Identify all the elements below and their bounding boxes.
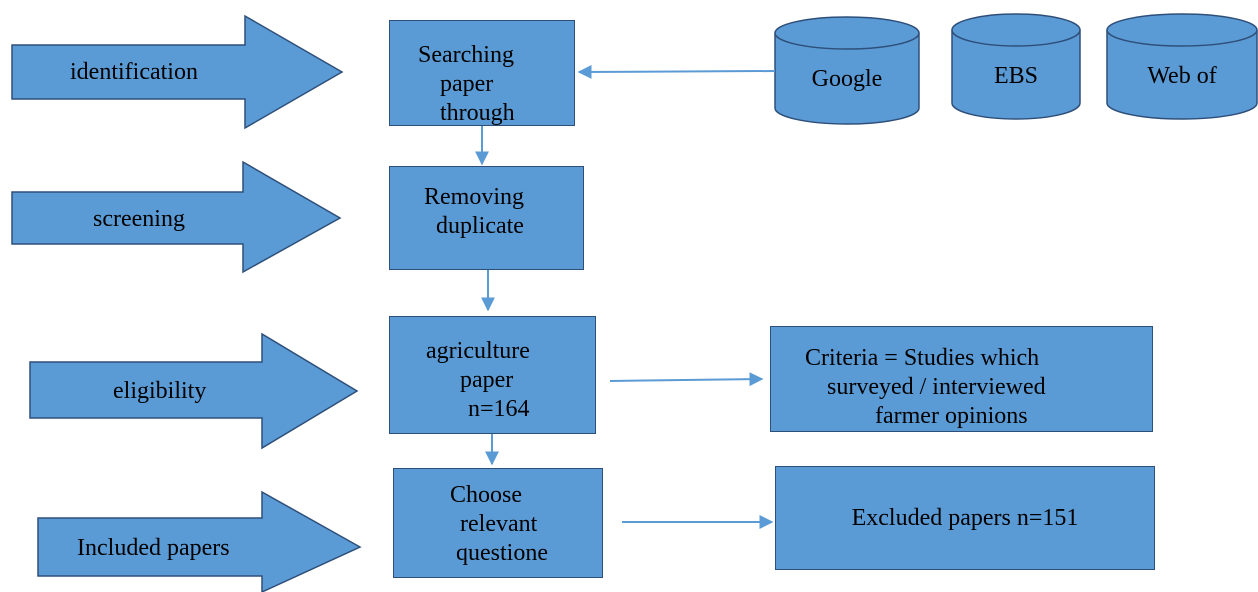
box-searching-line-2: paper (440, 70, 494, 97)
box-criteria-line-3: farmer opinions (875, 402, 1028, 429)
stage-arrow-screening (11, 160, 342, 274)
database-label-google: Google (811, 66, 883, 92)
box-choose-relevant: Choose relevant questione (393, 468, 603, 578)
box-removing-line-1: Removing (424, 184, 524, 210)
stage-arrow-included (37, 490, 362, 592)
database-cylinder-google (774, 16, 920, 125)
box-agriculture-line-2: paper (460, 366, 514, 393)
stage-arrow-identification (11, 14, 344, 130)
connector-google-to-search (577, 64, 776, 79)
box-searching-line-1: Searching (418, 42, 514, 68)
stage-label-included: Included papers (77, 535, 230, 561)
box-choose-line-3: questione (456, 539, 548, 566)
database-label-wos: Web of (1147, 63, 1217, 89)
box-excluded-label: Excluded papers n=151 (851, 505, 1079, 531)
box-criteria-line-2: surveyed / interviewed (827, 373, 1046, 400)
box-removing-line-2: duplicate (436, 212, 524, 239)
box-choose-line-2: relevant (460, 510, 538, 537)
stage-label-eligibility: eligibility (113, 378, 207, 404)
database-label-ebs: EBS (993, 63, 1038, 89)
box-criteria-line-1: Criteria = Studies which (805, 345, 1040, 371)
box-agriculture-paper: agriculture paper n=164 (389, 316, 596, 434)
box-choose-line-1: Choose (450, 482, 522, 508)
box-searching-paper: Searching paper through (389, 20, 575, 126)
box-excluded-papers: Excluded papers n=151 (775, 466, 1155, 570)
stage-label-screening: screening (93, 206, 185, 232)
connector-agriculture-to-criteria (609, 372, 764, 387)
stage-label-identification: identification (70, 59, 198, 85)
box-agriculture-line-3: n=164 (468, 395, 530, 422)
box-criteria: Criteria = Studies which surveyed / inte… (770, 326, 1153, 432)
box-removing-duplicate: Removing duplicate (389, 166, 584, 270)
stage-arrow-eligibility (29, 332, 359, 450)
box-searching-line-3: through (440, 99, 515, 126)
database-cylinder-ebs (951, 13, 1081, 120)
database-cylinder-wos (1106, 13, 1258, 120)
box-agriculture-line-1: agriculture (426, 338, 530, 364)
